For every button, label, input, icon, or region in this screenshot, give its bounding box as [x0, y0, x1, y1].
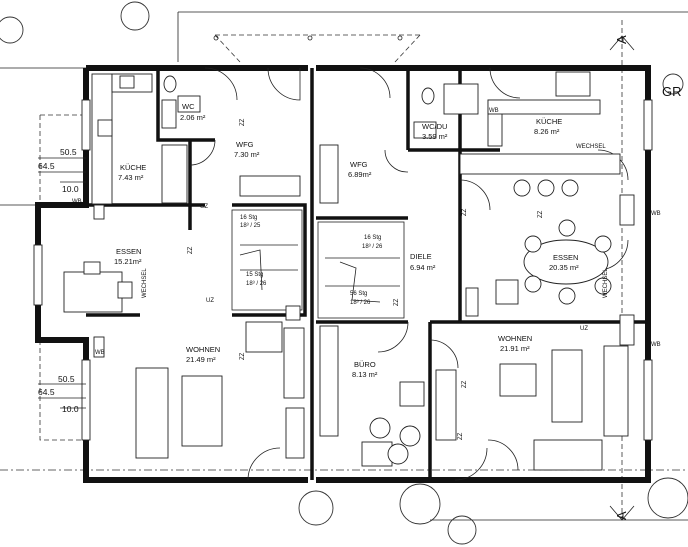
room-area-kueche-left: 7.43 m² — [118, 173, 144, 182]
stair-steps-left-upper: 16 Stg — [240, 215, 257, 221]
dim-bottom-a: 50.5 — [58, 374, 75, 384]
wechsel-label-right: WECHSEL — [603, 268, 609, 298]
furniture — [63, 219, 629, 471]
room-label-essen-right: ESSEN — [553, 253, 578, 262]
room-label-wohnen-right: WOHNEN — [498, 334, 532, 343]
zz-marker-8: ZZ — [458, 432, 464, 440]
dim-top-c: 10.0 — [62, 184, 79, 194]
zz-marker-4: ZZ — [462, 208, 468, 216]
staircases — [231, 209, 405, 319]
stair-ratio-left-lower: 18³ / 26 — [246, 281, 267, 287]
wb-marker-5: WB — [489, 108, 499, 114]
zz-marker-1: ZZ — [240, 118, 246, 126]
room-area-kueche-right: 8.26 m² — [534, 127, 560, 136]
room-label-wc-left: WC — [182, 102, 195, 111]
room-area-wohnen-right: 21.91 m² — [500, 344, 530, 353]
room-area-buero: 8.13 m² — [352, 370, 378, 379]
interior-walls — [86, 68, 648, 480]
room-label-essen-left: ESSEN — [116, 247, 141, 256]
room-label-kueche-right: KÜCHE — [536, 117, 562, 126]
wb-marker-2: WB — [95, 350, 105, 356]
fixtures — [91, 71, 621, 467]
wb-marker-4: WB — [651, 342, 661, 348]
uz-marker-1: UZ — [200, 204, 208, 210]
room-label-wohnen-left: WOHNEN — [186, 345, 220, 354]
section-marker-bottom: A — [614, 511, 629, 520]
stair-ratio-right-lower: 18³ / 26 — [350, 300, 371, 306]
windows — [33, 99, 653, 441]
room-area-diele: 6.94 m² — [410, 263, 436, 272]
corner-text: GR — [662, 84, 682, 99]
wb-marker-1: WB — [72, 199, 82, 205]
dim-bottom-b: 64.5 — [38, 387, 55, 397]
zz-marker-2: ZZ — [188, 246, 194, 254]
dim-top-b: 64.5 — [38, 161, 55, 171]
zz-marker-5: ZZ — [538, 210, 544, 218]
room-area-essen-right: 20.35 m² — [549, 263, 579, 272]
room-area-wohnen-left: 21.49 m² — [186, 355, 216, 364]
room-area-wfg-right: 6.89m² — [348, 170, 372, 179]
section-arrow-top — [609, 35, 635, 51]
room-area-wcdu: 3.59 m² — [422, 132, 448, 141]
wechsel-label-left: WECHSEL — [142, 268, 148, 298]
section-arrow-bottom — [609, 505, 635, 521]
site-lines — [0, 11, 688, 521]
room-label-diele: DIELE — [410, 252, 432, 261]
room-label-wfg-right: WFG — [350, 160, 368, 169]
room-label-wcdu: WC/DU — [422, 122, 447, 131]
dim-top-a: 50.5 — [60, 147, 77, 157]
zz-marker-7: ZZ — [394, 298, 400, 306]
stair-ratio-left-upper: 18³ / 25 — [240, 223, 261, 229]
zz-marker-6: ZZ — [462, 380, 468, 388]
stair-steps-right-lower: 56 Stg — [350, 291, 367, 297]
wb-marker-3: WB — [651, 211, 661, 217]
dimension-lines — [38, 157, 86, 409]
stair-ratio-right-upper: 18³ / 26 — [362, 244, 383, 250]
stair-steps-left-lower: 15 Stg — [246, 272, 263, 278]
exterior-walls — [35, 65, 651, 483]
uz-marker-2: UZ — [206, 298, 214, 304]
zz-marker-3: ZZ — [240, 352, 246, 360]
stair-steps-right-upper: 16 Stg — [364, 235, 381, 241]
wechsel-label-kitchen: WECHSEL — [576, 144, 606, 150]
uz-marker-3: UZ — [580, 326, 588, 332]
dim-bottom-c: 10.0 — [62, 404, 79, 414]
room-label-buero: BÜRO — [354, 360, 376, 369]
room-area-essen-left: 15.21m² — [114, 257, 142, 266]
section-marker-top: A — [614, 35, 629, 44]
room-label-kueche-left: KÜCHE — [120, 163, 146, 172]
room-area-wfg-left: 7.30 m² — [234, 150, 260, 159]
room-area-wc-left: 2.06 m² — [180, 113, 206, 122]
room-label-wfg-left: WFG — [236, 140, 254, 149]
roof-outline — [213, 34, 421, 63]
